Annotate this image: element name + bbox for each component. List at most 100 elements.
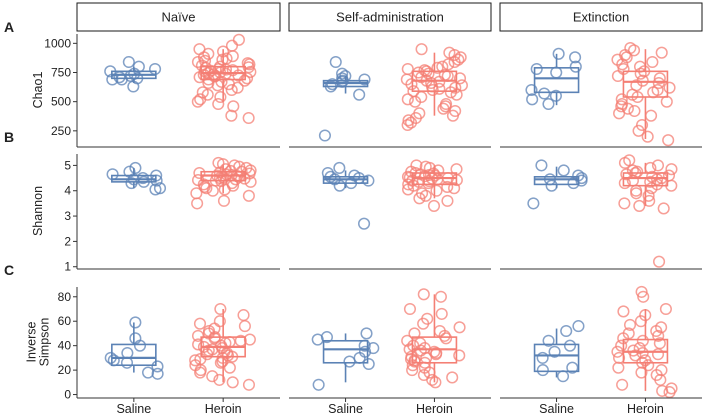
- data-point: [238, 74, 251, 87]
- data-point: [242, 378, 256, 391]
- data-point: [636, 118, 649, 132]
- data-point: [450, 174, 463, 187]
- data-point: [212, 156, 225, 169]
- data-point: [212, 97, 225, 111]
- data-point: [225, 83, 238, 97]
- strip-header-box: [76, 2, 281, 32]
- x-category-label: Saline: [539, 402, 574, 415]
- data-point: [525, 83, 538, 97]
- data-point: [613, 107, 626, 120]
- data-point: [637, 290, 650, 303]
- data-point: [426, 373, 439, 386]
- data-point: [401, 62, 414, 76]
- data-point: [434, 290, 447, 303]
- data-point: [142, 366, 155, 379]
- data-point: [665, 163, 678, 176]
- data-point: [240, 72, 254, 85]
- data-point: [646, 55, 659, 69]
- y-axis-title-line: Shannon: [31, 186, 45, 236]
- data-point: [441, 180, 454, 193]
- y-tick-label: 500: [51, 95, 71, 109]
- y-tick-label: 4: [64, 184, 71, 198]
- data-point: [448, 182, 461, 195]
- y-tick-label: 80: [58, 290, 72, 304]
- data-point: [227, 100, 240, 113]
- strip-label: Self-administration: [336, 10, 444, 25]
- data-point: [360, 327, 373, 340]
- y-axis-title-line: Chao1: [31, 72, 45, 109]
- data-point: [104, 351, 117, 364]
- data-point: [238, 172, 251, 185]
- data-point: [560, 324, 573, 338]
- data-point: [217, 45, 230, 58]
- data-point: [333, 179, 346, 192]
- data-point: [550, 66, 563, 79]
- y-tick-label: 60: [58, 314, 72, 328]
- data-point: [652, 76, 665, 90]
- y-axis-title-line: Simpson: [38, 318, 52, 367]
- data-point: [660, 95, 673, 108]
- data-point: [530, 62, 543, 76]
- data-point: [418, 356, 431, 369]
- data-point: [402, 114, 415, 127]
- data-point: [455, 79, 468, 92]
- data-point: [419, 189, 432, 202]
- data-point: [433, 82, 446, 95]
- data-point: [652, 329, 665, 342]
- data-point: [202, 73, 215, 86]
- data-point: [656, 384, 669, 397]
- data-point: [106, 168, 119, 181]
- data-point: [191, 329, 205, 342]
- data-point: [644, 175, 657, 188]
- data-point: [406, 364, 419, 377]
- data-point: [636, 334, 649, 347]
- data-point: [417, 317, 430, 330]
- data-point: [402, 183, 415, 196]
- data-point: [526, 93, 539, 106]
- panel-letter: B: [4, 129, 14, 145]
- data-point: [631, 90, 644, 104]
- data-point: [353, 351, 366, 364]
- data-point: [189, 354, 202, 367]
- panel-letter: A: [4, 19, 14, 35]
- data-point: [665, 179, 678, 192]
- data-point: [353, 88, 366, 101]
- data-point: [413, 192, 426, 205]
- data-point: [217, 194, 231, 207]
- data-point: [214, 302, 227, 316]
- data-point: [428, 345, 441, 358]
- data-point: [150, 174, 163, 187]
- data-point: [232, 33, 245, 46]
- data-point: [618, 197, 631, 210]
- data-point: [538, 87, 551, 100]
- data-point: [311, 333, 324, 346]
- data-point: [193, 71, 206, 84]
- data-point: [238, 320, 251, 333]
- data-point: [408, 327, 421, 340]
- data-point: [401, 93, 414, 106]
- data-point: [618, 177, 631, 190]
- y-tick-label: 0: [64, 388, 71, 402]
- data-point: [435, 307, 448, 320]
- data-point: [647, 86, 660, 99]
- data-point: [232, 170, 246, 183]
- data-point: [125, 177, 138, 190]
- data-point: [219, 63, 233, 76]
- data-point: [444, 86, 457, 99]
- data-point: [436, 60, 449, 73]
- data-point: [225, 109, 238, 122]
- data-point: [575, 174, 588, 187]
- data-point: [623, 318, 637, 331]
- data-point: [137, 175, 150, 188]
- data-point: [566, 361, 579, 374]
- data-point: [567, 177, 580, 190]
- data-point: [333, 161, 346, 174]
- data-point: [653, 255, 666, 268]
- data-point: [326, 78, 339, 91]
- data-point: [244, 65, 257, 78]
- data-point: [633, 199, 646, 212]
- data-point: [358, 339, 371, 352]
- data-point: [613, 351, 626, 364]
- data-point: [336, 67, 349, 80]
- data-point: [120, 356, 134, 369]
